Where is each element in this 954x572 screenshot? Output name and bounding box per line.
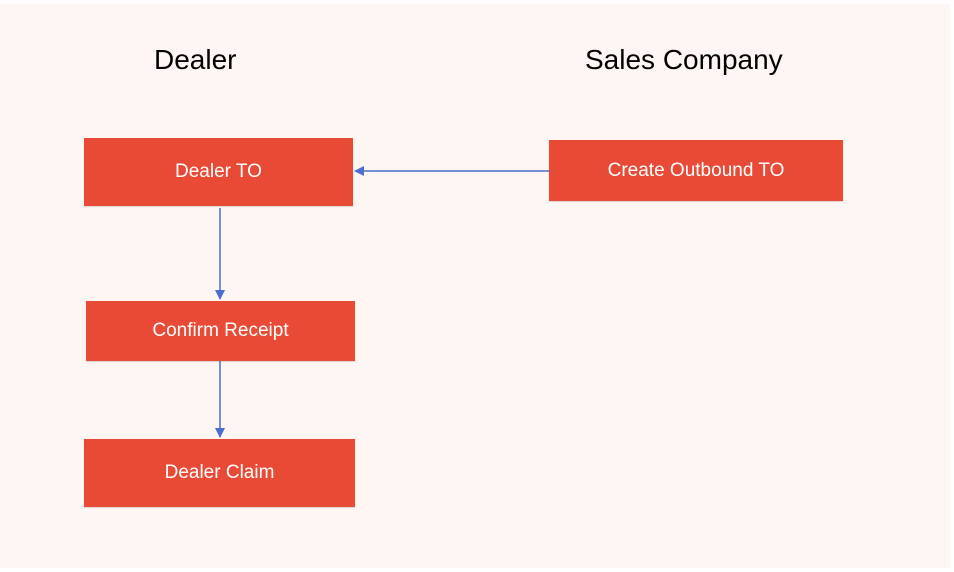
lane-title-sales-company: Sales Company (585, 44, 783, 75)
node-dealer-to-label: Dealer TO (175, 161, 262, 182)
lane-title-dealer: Dealer (154, 44, 237, 75)
node-dealer-claim-label: Dealer Claim (164, 462, 275, 483)
node-confirm-receipt: Confirm Receipt (86, 301, 355, 361)
node-confirm-receipt-label: Confirm Receipt (152, 320, 289, 341)
node-create-outbound-to: Create Outbound TO (549, 140, 843, 201)
node-create-outbound-to-label: Create Outbound TO (607, 159, 785, 181)
flow-diagram: Dealer Sales Company Dealer TO Create Ou… (0, 4, 950, 568)
node-dealer-claim: Dealer Claim (84, 439, 355, 507)
node-dealer-to: Dealer TO (84, 138, 353, 206)
